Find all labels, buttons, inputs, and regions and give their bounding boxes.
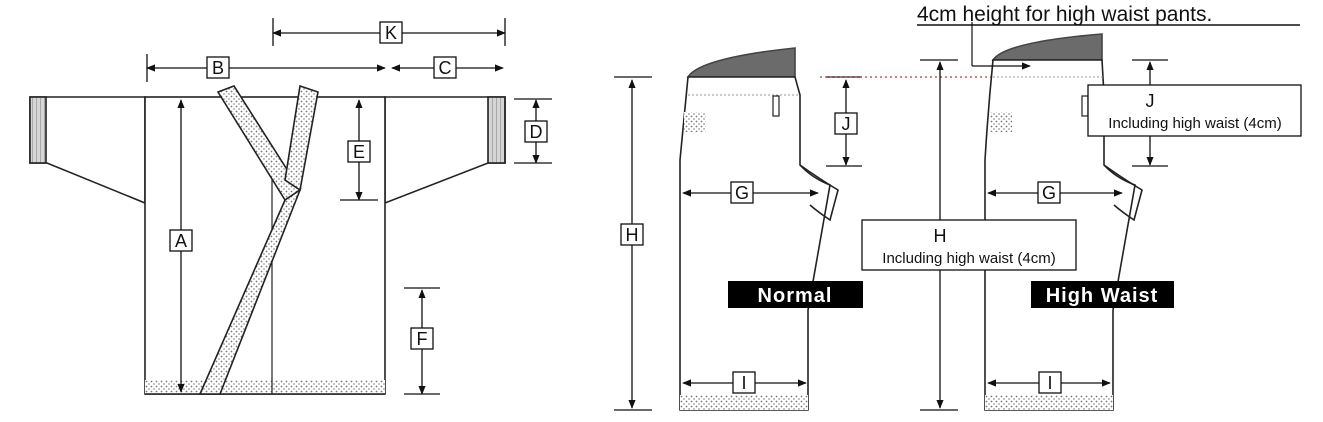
jacket-labels: K B C A E D F [169, 21, 548, 350]
pants-high-crotch [1103, 164, 1143, 222]
label-j-normal: J [842, 114, 851, 134]
label-h-high-sub: Including high waist (4cm) [882, 250, 1055, 267]
j-high-box [1087, 84, 1302, 137]
normal-tag: Normal [758, 285, 833, 307]
high-waist-note: 4cm height for high waist pants. [917, 3, 1212, 26]
high-waist-tag: High Waist [1046, 285, 1159, 307]
pants-high-hem [985, 395, 1113, 410]
label-e: E [353, 142, 365, 162]
pants-high-loop [1081, 95, 1089, 117]
jacket-right-cuff [487, 96, 506, 164]
jacket-left-cuff [29, 96, 47, 164]
pants-high-labels: G I H Including high waist (4cm) J Inclu… [861, 84, 1302, 394]
normal-tag-bg [728, 281, 863, 308]
pants-normal-drawing [679, 47, 839, 411]
label-g-high: G [1042, 183, 1056, 203]
jacket-collar-right [284, 84, 319, 192]
pants-high-waistband [991, 33, 1103, 61]
label-h-normal: H [626, 225, 639, 245]
pants-normal-labels: H J G I Normal [620, 112, 863, 394]
label-j-high: J [1146, 91, 1155, 111]
label-c: C [439, 58, 452, 78]
pants-normal-crotch [799, 164, 839, 222]
label-i-high: I [1047, 373, 1052, 393]
pants-normal-pocket-dots [684, 112, 706, 132]
label-g-normal: G [735, 183, 749, 203]
label-j-high-sub: Including high waist (4cm) [1108, 115, 1281, 132]
label-h-high: H [934, 226, 947, 246]
label-i-normal: I [741, 373, 746, 393]
pants-normal-loop [772, 95, 780, 117]
jacket-drawing [29, 84, 506, 395]
label-b: B [212, 58, 224, 78]
label-d: D [530, 122, 543, 142]
label-a: A [175, 231, 187, 251]
pants-normal-waistband [686, 47, 796, 78]
pants-high-pocket-dots [990, 112, 1012, 132]
jacket-right-sleeve [384, 96, 506, 205]
high-tag-bg [1031, 281, 1174, 308]
pants-normal-hem [680, 395, 808, 410]
label-f: F [417, 329, 428, 349]
jacket-left-sleeve [29, 96, 146, 205]
label-k: K [385, 23, 397, 43]
h-high-box [861, 219, 1077, 271]
